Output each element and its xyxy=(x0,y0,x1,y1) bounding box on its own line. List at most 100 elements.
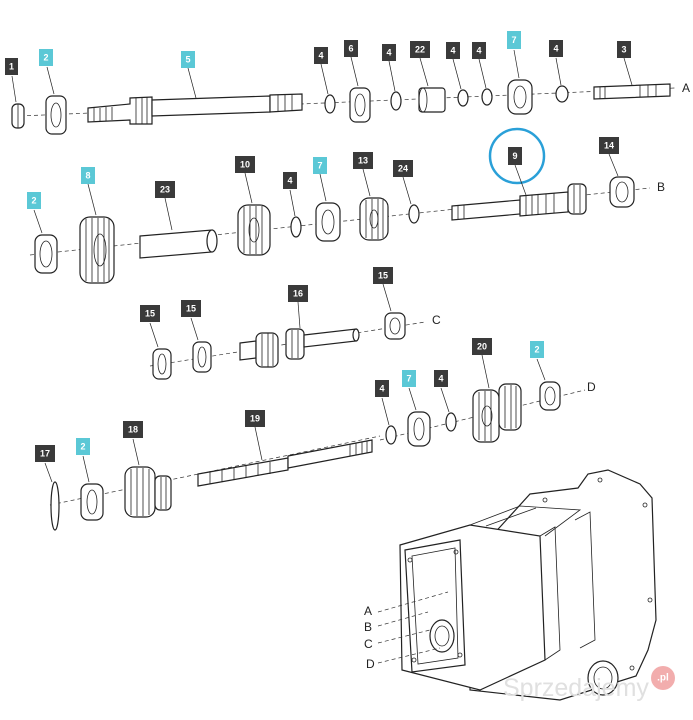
row-a: A 1 2 5 4 6 4 22 4 4 7 4 xyxy=(5,31,690,135)
row-c: C 15 15 16 15 xyxy=(140,267,441,380)
part-24-circlip xyxy=(408,204,420,224)
tag-7-label: 7 xyxy=(406,374,411,384)
tag-8-label: 8 xyxy=(85,171,90,181)
tag-7 xyxy=(313,157,327,174)
part-17-washer xyxy=(50,481,60,531)
tag-2-label: 2 xyxy=(43,53,48,63)
tag-15-label: 15 xyxy=(186,304,196,314)
tag-10 xyxy=(235,156,255,173)
part-4-circlip xyxy=(481,88,493,106)
tag-4 xyxy=(375,380,389,397)
tag-4-label: 4 xyxy=(450,46,455,56)
axis-letter-b: B xyxy=(657,180,665,194)
part-2-bearing xyxy=(539,381,561,411)
part-2-bearing xyxy=(34,234,58,274)
tag-2 xyxy=(27,192,41,209)
part-5-input-shaft xyxy=(87,93,303,125)
tag-1-label: 1 xyxy=(9,62,14,72)
part-16-cluster-shaft xyxy=(239,328,360,368)
tag-15 xyxy=(373,267,393,284)
part-4-circlip xyxy=(445,412,457,432)
tag-9-label: 9 xyxy=(512,151,517,161)
row-e: 17 2 18 19 xyxy=(35,410,381,531)
tag-13-label: 13 xyxy=(358,156,368,166)
tag-24 xyxy=(393,160,413,177)
tag-4 xyxy=(434,370,448,387)
part-4-circlip xyxy=(457,89,469,107)
tag-6 xyxy=(344,40,358,57)
tag-4 xyxy=(472,42,486,59)
part-18-gear xyxy=(124,466,172,518)
part-13-gear xyxy=(359,197,389,241)
housing-letter-c: C xyxy=(364,637,373,651)
tag-7-label: 7 xyxy=(511,35,516,45)
tag-4 xyxy=(314,47,328,64)
watermark-suffix: .pl xyxy=(657,673,669,684)
part-23-spacer-tube xyxy=(139,229,218,259)
tag-4 xyxy=(446,42,460,59)
tag-2-label: 2 xyxy=(80,442,85,452)
tag-13 xyxy=(353,152,373,169)
housing-letter-d: D xyxy=(366,657,375,671)
axis-line-c xyxy=(149,321,426,367)
housing-letter-b: B xyxy=(364,620,372,634)
tag-2-label: 2 xyxy=(534,345,539,355)
part-15-bushing xyxy=(152,348,172,380)
watermark-badge xyxy=(651,666,675,690)
axis-letter-d: D xyxy=(587,380,596,394)
part-22-sleeve xyxy=(418,87,446,113)
part-7-bearing xyxy=(407,411,431,447)
tag-20-label: 20 xyxy=(477,342,487,352)
gearbox-housing: A B C D xyxy=(364,469,657,701)
tag-4 xyxy=(549,40,563,57)
tag-17 xyxy=(35,445,55,462)
part-19-output-shaft xyxy=(197,439,373,487)
tag-4 xyxy=(283,172,297,189)
tag-2 xyxy=(39,49,53,66)
tag-4-label: 4 xyxy=(379,384,384,394)
part-2-bearing xyxy=(45,95,67,135)
part-7-bearing xyxy=(315,202,341,242)
tag-15 xyxy=(140,305,160,322)
tag-7 xyxy=(402,370,416,387)
part-8-gear xyxy=(79,216,115,284)
tag-7-label: 7 xyxy=(317,161,322,171)
part-6-bearing xyxy=(349,87,371,123)
part-1-ring xyxy=(11,103,25,129)
tag-15-label: 15 xyxy=(378,271,388,281)
tag-5 xyxy=(181,51,195,68)
row-b: B 2 8 23 10 4 7 13 24 9 14 xyxy=(27,127,665,284)
tag-23-label: 23 xyxy=(160,185,170,195)
tag-3 xyxy=(617,41,631,58)
tag-17-label: 17 xyxy=(40,449,50,459)
tag-2 xyxy=(76,438,90,455)
tag-22 xyxy=(410,41,430,58)
tag-4-label: 4 xyxy=(553,44,558,54)
part-7-bearing xyxy=(507,79,533,115)
tag-19 xyxy=(245,410,265,427)
tag-22-label: 22 xyxy=(415,45,425,55)
tag-4-label: 4 xyxy=(386,48,391,58)
part-14-bearing xyxy=(609,176,635,208)
tag-20 xyxy=(472,338,492,355)
tag-3-label: 3 xyxy=(621,45,626,55)
tag-6-label: 6 xyxy=(348,44,353,54)
part-9-shaft xyxy=(451,183,587,221)
tag-14 xyxy=(599,137,619,154)
part-15-bushing xyxy=(384,312,406,340)
tag-18-label: 18 xyxy=(128,425,138,435)
part-4-circlip xyxy=(290,216,302,238)
tag-19-label: 19 xyxy=(250,414,260,424)
tag-23 xyxy=(155,181,175,198)
tag-15 xyxy=(181,300,201,317)
axis-letter-a: A xyxy=(682,81,690,95)
tag-16 xyxy=(288,285,308,302)
tag-10-label: 10 xyxy=(240,160,250,170)
tag-4-label: 4 xyxy=(476,46,481,56)
part-4-circlip xyxy=(390,91,402,111)
watermark-text: Sprzedajemy xyxy=(503,674,649,702)
part-4-circlip xyxy=(555,85,569,103)
watermark: Sprzedajemy .pl xyxy=(503,666,675,702)
tag-4 xyxy=(382,44,396,61)
